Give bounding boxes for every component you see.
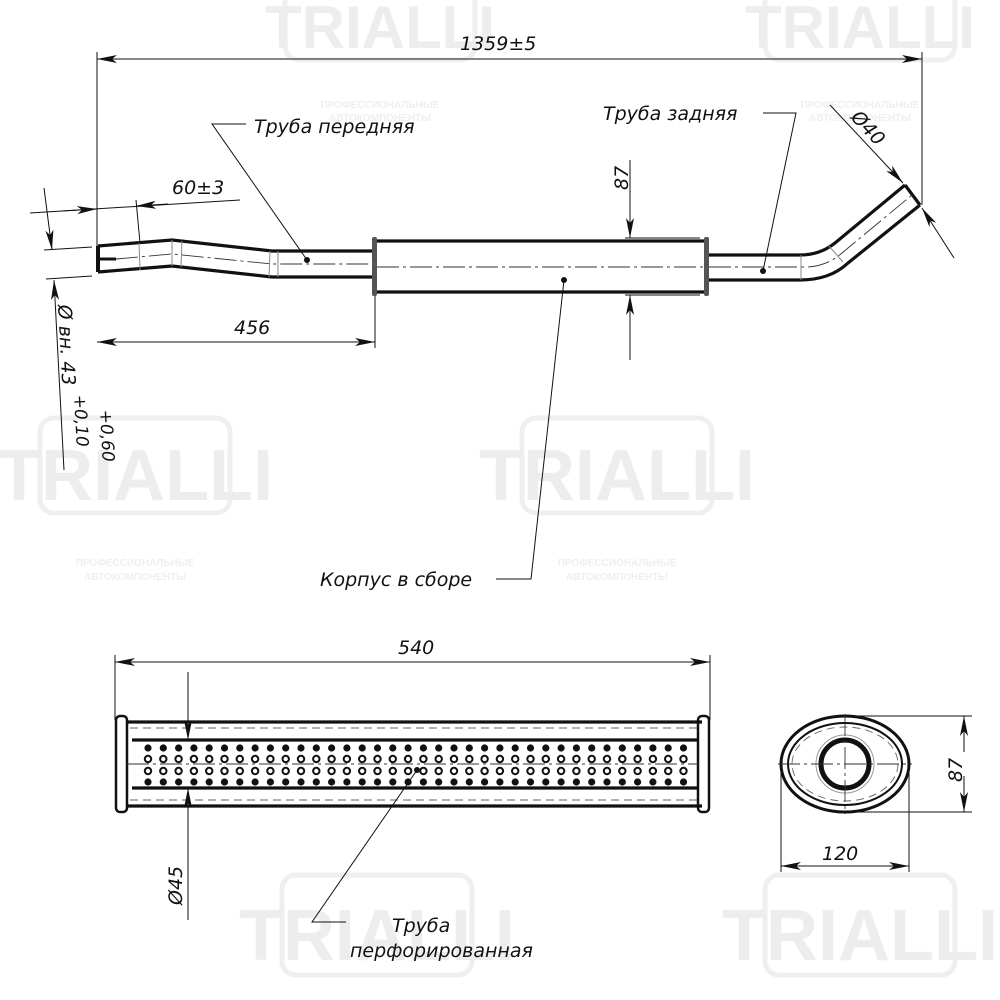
dimension-front-insert: 60±3 (172, 177, 224, 199)
svg-text:TRIALLI: TRIALLI (745, 0, 975, 61)
svg-text:ПРОФЕССИОНАЛЬНЫЕ: ПРОФЕССИОНАЛЬНЫЕ (321, 100, 440, 111)
dimension-inlet-tol-upper: +0,60 (95, 409, 118, 462)
leader-front-pipe (211, 123, 308, 261)
svg-text:ПРОФЕССИОНАЛЬНЫЕ: ПРОФЕССИОНАЛЬНЫЕ (76, 558, 195, 569)
svg-text:TRIALLI: TRIALLI (0, 436, 273, 516)
muffler-body (372, 237, 709, 296)
front-pipe (96, 238, 372, 279)
label-perforated-pipe-2: перфорированная (350, 940, 533, 962)
label-front-pipe: Труба передняя (254, 116, 415, 138)
label-perforated-pipe-1: Труба (392, 915, 450, 937)
svg-text:TRIALLI: TRIALLI (239, 896, 515, 976)
dimension-inlet-diameter: Ø вн. 43 (53, 303, 79, 386)
watermark-logo-mid-center: TRIALLI (479, 415, 755, 516)
svg-text:ПРОФЕССИОНАЛЬНЫЕ: ПРОФЕССИОНАЛЬНЫЕ (558, 558, 677, 569)
dimension-body-length: 540 (398, 637, 434, 659)
dimension-section-width: 120 (822, 843, 858, 865)
end-view: 87 120 (778, 714, 972, 872)
leader-body-assembly (496, 279, 565, 580)
watermark-group: TRIALLI TRIALLI ПРОФЕССИОНАЛЬНЫЕ АВТОКОМ… (0, 0, 998, 978)
assembly-view: 1359±5 60±3 Ø вн. 43 +0,10 +0,60 (29, 33, 955, 591)
dimension-body-height: 87 (611, 166, 633, 190)
dimension-inlet-tol-lower: +0,10 (69, 394, 92, 447)
perforation-holes (143, 744, 688, 786)
dimension-perforated-diameter: Ø45 (165, 866, 187, 906)
svg-text:АВТОКОМПОНЕНТЫ: АВТОКОМПОНЕНТЫ (329, 113, 431, 124)
label-rear-pipe: Труба задняя (603, 103, 737, 125)
dimension-section-height: 87 (945, 758, 967, 782)
watermark-logo-mid-left: TRIALLI (0, 415, 273, 516)
leader-perforated-pipe (311, 769, 418, 923)
section-view: 540 Ø45 Труба перфорированная (114, 637, 711, 962)
svg-text:TRIALLI: TRIALLI (479, 436, 755, 516)
svg-text:АВТОКОМПОНЕНТЫ: АВТОКОМПОНЕНТЫ (809, 113, 911, 124)
watermark-logo-bottom-right: TRIALLI (722, 872, 998, 978)
watermark-logo-top-right: TRIALLI (745, 0, 975, 63)
label-body-assembly: Корпус в сборе (320, 569, 472, 591)
svg-text:ПРОФЕССИОНАЛЬНЫЕ: ПРОФЕССИОНАЛЬНЫЕ (801, 100, 920, 111)
svg-text:TRIALLI: TRIALLI (722, 896, 998, 976)
leader-rear-pipe (762, 112, 797, 272)
svg-text:АВТОКОМПОНЕНТЫ: АВТОКОМПОНЕНТЫ (84, 572, 186, 583)
rear-pipe (709, 183, 922, 282)
svg-text:АВТОКОМПОНЕНТЫ: АВТОКОМПОНЕНТЫ (566, 572, 668, 583)
dimension-overall-length: 1359±5 (460, 33, 536, 55)
watermark-logo-bottom-center: TRIALLI (239, 872, 515, 978)
dimension-front-pipe-length: 456 (234, 317, 270, 339)
svg-text:TRIALLI: TRIALLI (265, 0, 495, 61)
